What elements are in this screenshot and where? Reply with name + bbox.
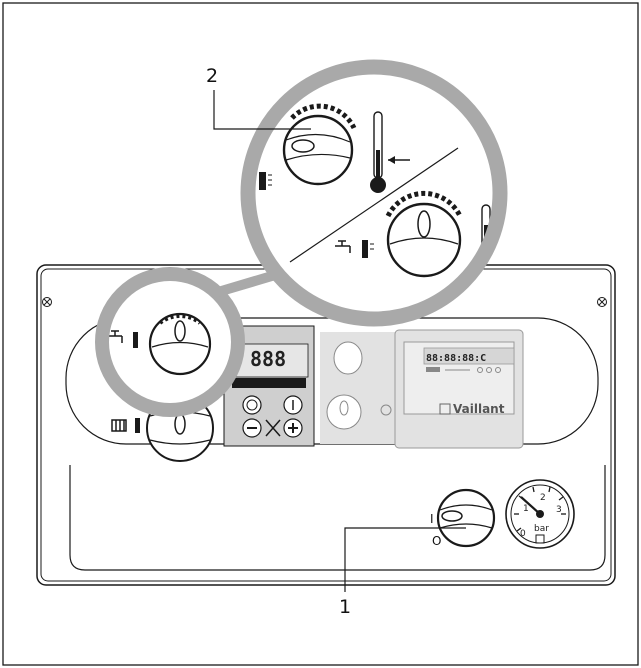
callout-1: 1 (339, 527, 466, 618)
gauge-tick-1: 1 (523, 504, 529, 514)
large-magnifier (240, 59, 508, 327)
callout-number-2: 2 (206, 65, 218, 87)
callout-number-1: 1 (339, 596, 351, 618)
main-switch[interactable] (436, 488, 496, 548)
secondary-display-digits: 88:88:88:C (426, 353, 486, 364)
display-digits: 888 (250, 347, 286, 371)
gauge-unit: bar (534, 524, 549, 534)
dhw-knob-after (385, 191, 463, 278)
gauge-tick-2: 2 (540, 493, 546, 503)
thermometer-low-icon (259, 172, 272, 190)
radiator-icon (111, 418, 140, 433)
switch-on-mark: I (430, 512, 434, 526)
minus-button[interactable] (242, 418, 262, 438)
plus-button[interactable] (283, 418, 303, 438)
gauge-tick-3: 3 (556, 505, 562, 515)
screw-right-icon (597, 297, 607, 307)
secondary-knob-top (333, 341, 363, 375)
dhw-knob-before (282, 103, 357, 186)
brand-name: Vaillant (453, 402, 505, 416)
callout-leader-1 (344, 527, 466, 592)
brand-module: 88:88:88:C Vaillant (320, 329, 524, 449)
switch-off-mark: O (432, 534, 441, 548)
brand-logo-icon (439, 403, 451, 415)
thermometer-scale-low (370, 111, 386, 193)
gauge-needle (520, 496, 541, 515)
pressure-gauge: 0 1 2 3 bar (505, 479, 575, 549)
display-symbols-bar (232, 378, 306, 388)
arrow-low-icon (388, 156, 410, 164)
divider-line (289, 147, 459, 263)
gauge-tick-0: 0 (520, 529, 526, 539)
info-button[interactable] (242, 395, 262, 415)
chimney-sweep-icon (265, 419, 281, 437)
tap-icon-small (108, 330, 138, 348)
screw-left-icon (42, 297, 52, 307)
callout-leader-2 (213, 90, 311, 130)
gauge-logo-icon (535, 534, 545, 544)
reset-button[interactable] (283, 395, 303, 415)
secondary-knob-bottom (326, 394, 392, 430)
callout-2: 2 (206, 65, 311, 130)
magnifier-ring (240, 59, 508, 327)
dhw-knob-panel[interactable] (148, 312, 212, 376)
small-magnifier-ring (95, 267, 245, 417)
tap-icon-large (335, 240, 374, 258)
